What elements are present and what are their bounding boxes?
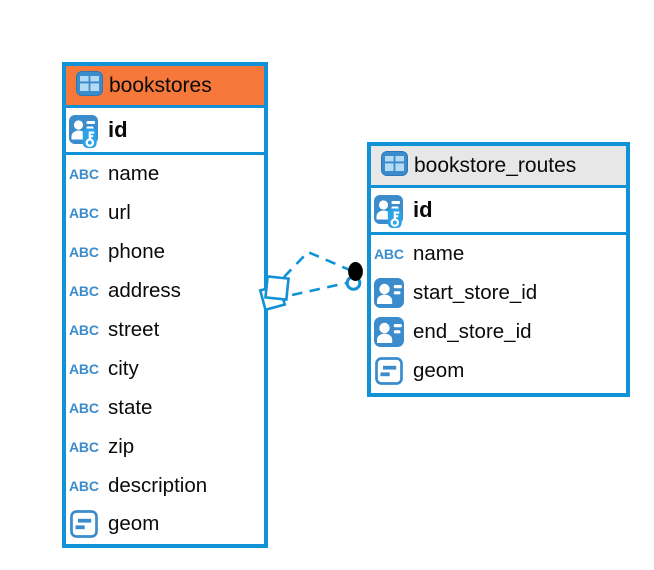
column-row-zip[interactable]: ABC zip xyxy=(66,427,264,466)
text-type-icon: ABC xyxy=(69,166,99,183)
table-title: bookstore_routes xyxy=(414,153,577,177)
column-name: geom xyxy=(108,512,160,536)
column-row-street[interactable]: ABC street xyxy=(66,311,264,350)
geometry-icon xyxy=(375,357,403,385)
foreign-key-icon xyxy=(374,317,404,348)
column-icon-slot xyxy=(69,510,108,539)
column-row-geom[interactable]: geom xyxy=(371,352,626,391)
table-bookstores[interactable]: bookstores id ABC name ABC url ABC phone… xyxy=(62,62,268,548)
text-type-icon: ABC xyxy=(69,477,99,494)
column-icon-slot: ABC xyxy=(69,283,108,299)
column-icon-slot: ABC xyxy=(374,246,413,262)
column-name: geom xyxy=(413,359,465,383)
column-name: end_store_id xyxy=(413,320,532,344)
column-icon-slot xyxy=(374,357,413,385)
text-type-icon: ABC xyxy=(69,283,99,300)
column-name: street xyxy=(108,318,160,341)
column-row-end_store_id[interactable]: end_store_id xyxy=(371,313,626,352)
column-icon-slot: ABC xyxy=(69,166,108,182)
table-header-bookstore-routes[interactable]: bookstore_routes xyxy=(371,146,626,188)
column-icon-slot: ABC xyxy=(69,361,108,377)
column-icon-slot: ABC xyxy=(69,400,108,416)
relationship-endpoint-dots[interactable] xyxy=(345,262,363,291)
column-row-phone[interactable]: ABC phone xyxy=(66,233,264,272)
column-row-start_store_id[interactable]: start_store_id xyxy=(371,274,626,313)
column-icon-slot: ABC xyxy=(69,205,108,221)
text-type-icon: ABC xyxy=(69,244,99,261)
foreign-key-icon xyxy=(374,278,404,309)
column-name: name xyxy=(108,162,160,186)
column-name: state xyxy=(108,395,153,419)
relationship-lines[interactable] xyxy=(283,250,353,297)
column-name: start_store_id xyxy=(413,281,538,305)
column-name: name xyxy=(413,242,465,266)
column-row-description[interactable]: ABC description xyxy=(66,466,264,505)
column-name: address xyxy=(108,279,181,303)
column-row-name[interactable]: ABC name xyxy=(371,235,626,274)
column-icon-slot xyxy=(374,192,413,229)
geometry-icon xyxy=(70,510,98,539)
table-title: bookstores xyxy=(109,73,212,97)
column-icon-slot xyxy=(69,112,108,149)
column-row-state[interactable]: ABC state xyxy=(66,388,264,427)
table-icon xyxy=(381,150,408,176)
column-row-name[interactable]: ABC name xyxy=(66,155,264,194)
table-header-bookstores[interactable]: bookstores xyxy=(66,66,264,108)
column-name: zip xyxy=(108,434,135,458)
text-type-icon: ABC xyxy=(69,322,99,338)
column-row-id[interactable]: id xyxy=(66,108,264,155)
table-bookstore-routes[interactable]: bookstore_routes id ABC name start_store… xyxy=(367,142,630,397)
column-row-city[interactable]: ABC city xyxy=(66,349,264,388)
text-type-icon: ABC xyxy=(69,205,99,222)
column-row-address[interactable]: ABC address xyxy=(66,272,264,311)
column-icon-slot: ABC xyxy=(69,244,108,260)
column-icon-slot xyxy=(374,278,413,309)
table-icon xyxy=(76,70,103,96)
column-icon-slot: ABC xyxy=(69,439,108,455)
column-row-id[interactable]: id xyxy=(371,188,626,235)
primary-key-icon xyxy=(374,194,406,229)
text-type-icon: ABC xyxy=(374,246,404,263)
primary-key-icon xyxy=(69,114,101,149)
text-type-icon: ABC xyxy=(69,360,99,377)
column-name: phone xyxy=(108,240,166,264)
column-name: description xyxy=(108,473,208,497)
relationship-line-lower[interactable] xyxy=(291,280,352,297)
column-name: id xyxy=(413,197,433,222)
relationship-line-upper[interactable] xyxy=(283,250,353,278)
column-icon-slot: ABC xyxy=(69,322,108,338)
column-name: city xyxy=(108,356,139,380)
column-icon-slot: ABC xyxy=(69,478,108,494)
column-list-bookstore-routes: id ABC name start_store_id end_store_id … xyxy=(371,188,626,391)
column-name: url xyxy=(108,201,131,225)
column-row-url[interactable]: ABC url xyxy=(66,194,264,233)
column-icon-slot xyxy=(374,317,413,348)
column-row-geom[interactable]: geom xyxy=(66,505,264,544)
column-name: id xyxy=(108,117,128,142)
text-type-icon: ABC xyxy=(69,438,99,455)
column-list-bookstores: id ABC name ABC url ABC phone ABC addres… xyxy=(66,108,264,544)
text-type-icon: ABC xyxy=(69,399,99,416)
